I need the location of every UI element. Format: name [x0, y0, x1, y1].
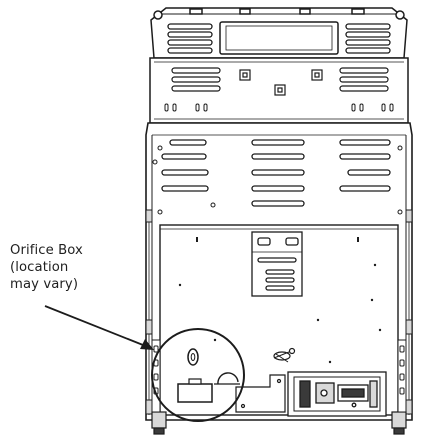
orifice-box: [177, 383, 213, 403]
backguard-vents-right: [345, 23, 391, 54]
orifice-box-callout: Orifice Box (location may vary): [10, 243, 120, 293]
arrow-pointer-icon: [44, 305, 154, 350]
gas-fitting: [273, 347, 296, 363]
upper-panel-mounts: [239, 69, 323, 96]
body-vents: [161, 139, 391, 207]
backguard-vents-left: [167, 23, 213, 54]
callout-line-1: Orifice Box: [10, 243, 83, 258]
side-brackets: [145, 209, 413, 415]
callout-line-2: (location: [10, 259, 69, 275]
electrical-box: [287, 371, 387, 417]
upper-panel-vents: [171, 67, 389, 92]
body-screws: [152, 145, 403, 215]
backguard: [150, 7, 408, 59]
right-edge-detail: [397, 339, 407, 413]
access-plate: [235, 374, 286, 413]
circle-highlight-icon: [151, 328, 245, 422]
lower-center-vent-block: [251, 231, 303, 297]
leveling-legs: [151, 411, 407, 435]
callout-line-3: may vary): [10, 276, 79, 292]
lower-panel-marks: [178, 237, 382, 380]
upper-panel-slots: [164, 103, 394, 112]
